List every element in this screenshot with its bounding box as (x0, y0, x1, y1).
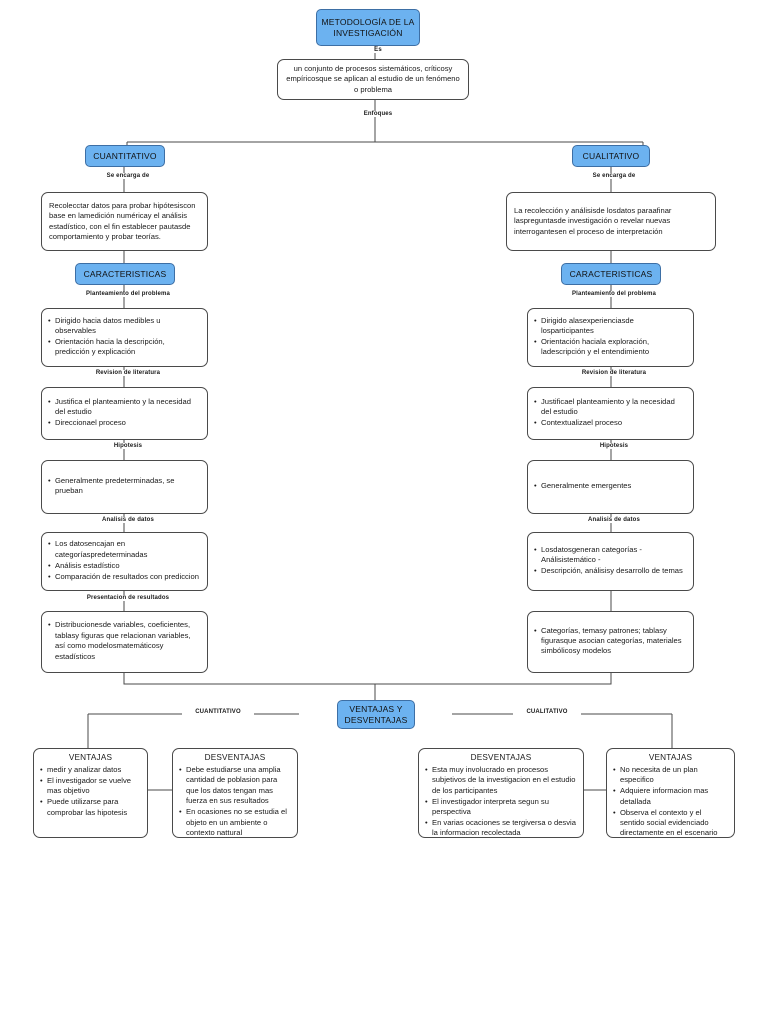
list-item: El investigador interpreta segun su pers… (425, 797, 577, 818)
edge-label-es: Es (356, 47, 400, 53)
node-caracteristicas-cuantitativo[interactable]: CARACTERISTICAS (75, 263, 175, 285)
node-cuantitativo-descripcion-text: Recolecctar datos para probar hipótesisc… (49, 200, 196, 241)
node-qual-desventajas-title: DESVENTAJAS (470, 753, 532, 762)
list-item: Generalmente predeterminadas, se prueban (48, 476, 201, 497)
edge-label-presentacion-left: Presentacion de resultados (61, 595, 195, 601)
node-quant-hipotesis[interactable]: Generalmente predeterminadas, se prueban (41, 460, 208, 514)
list-item: Adquiere informacion mas detallada (613, 786, 728, 807)
list-item: Dirigido alasexperienciasde losparticipa… (534, 316, 687, 337)
edge-label-planteamiento-left: Planteamiento del problema (59, 291, 197, 297)
node-quant-planteamiento-list: Dirigido hacia datos medibles u observab… (42, 313, 207, 363)
list-item: El investigador se vuelve mas objetivo (40, 776, 141, 797)
list-item: Generalmente emergentes (534, 481, 687, 492)
list-item: Análisis estadístico (48, 561, 201, 572)
list-item: Direccionael proceso (48, 418, 201, 429)
node-cuantitativo[interactable]: CUANTITATIVO (85, 145, 165, 167)
node-quant-hipotesis-list: Generalmente predeterminadas, se prueban (42, 473, 207, 501)
list-item: medir y analizar datos (40, 765, 141, 776)
edge-label-se-encarga-de-left: Se encarga de (86, 173, 170, 179)
list-item: Observa el contexto y el sentido social … (613, 808, 728, 839)
edge-label-cualitativo-bottom: CUALITATIVO (513, 709, 581, 715)
node-caracteristicas-cualitativo-label: CARACTERISTICAS (569, 268, 653, 279)
node-ventajas-y-desventajas-label: VENTAJAS Y DESVENTAJAS (344, 703, 408, 725)
node-qual-desventajas[interactable]: DESVENTAJAS Esta muy involucrado en proc… (418, 748, 584, 838)
list-item: Debe estudiarse una amplia cantidad de p… (179, 765, 291, 807)
list-item: Contextualizael proceso (534, 418, 687, 429)
node-quant-analisis[interactable]: Los datosencajan en categoríaspredetermi… (41, 532, 208, 591)
node-ventajas-y-desventajas[interactable]: VENTAJAS Y DESVENTAJAS (337, 700, 415, 729)
edge-label-cuantitativo-bottom: CUANTITATIVO (182, 709, 254, 715)
node-qual-revision-list: Justificael planteamiento y la necesidad… (528, 394, 693, 433)
node-quant-planteamiento[interactable]: Dirigido hacia datos medibles u observab… (41, 308, 208, 367)
node-quant-ventajas-list: medir y analizar datos El investigador s… (34, 762, 147, 823)
edge-label-hipotesis-right: Hipotesis (576, 443, 652, 449)
edge-label-analisis-right: Analisis de datos (568, 517, 660, 523)
node-root-label: METODOLOGÍA DE LA INVESTIGACIÓN (321, 16, 415, 38)
node-definicion[interactable]: un conjunto de procesos sistemáticos, cr… (277, 59, 469, 100)
list-item: Distribucionesde variables, coeficientes… (48, 620, 201, 662)
list-item: Los datosencajan en categoríaspredetermi… (48, 539, 201, 560)
edge-label-hipotesis-left: Hipotesis (90, 443, 166, 449)
list-item: Puede utilizarse para comprobar las hipo… (40, 797, 141, 818)
list-item: Losdatosgeneran categorías - Análisistem… (534, 545, 687, 566)
node-qual-planteamiento-list: Dirigido alasexperienciasde losparticipa… (528, 313, 693, 363)
node-caracteristicas-cualitativo[interactable]: CARACTERISTICAS (561, 263, 661, 285)
node-qual-resultados[interactable]: Categorías, temasy patrones; tablasy fig… (527, 611, 694, 673)
node-quant-ventajas[interactable]: VENTAJAS medir y analizar datos El inves… (33, 748, 148, 838)
node-quant-desventajas-title: DESVENTAJAS (204, 753, 266, 762)
edge-label-revision-left: Revision de literatura (70, 370, 186, 376)
node-quant-presentacion-list: Distribucionesde variables, coeficientes… (42, 617, 207, 666)
list-item: Dirigido hacia datos medibles u observab… (48, 316, 201, 337)
node-qual-analisis[interactable]: Losdatosgeneran categorías - Análisistem… (527, 532, 694, 591)
list-item: En varias ocaciones se tergiversa o desv… (425, 818, 577, 839)
edge-label-planteamiento-right: Planteamiento del problema (545, 291, 683, 297)
node-qual-analisis-list: Losdatosgeneran categorías - Análisistem… (528, 542, 693, 581)
list-item: Justificael planteamiento y la necesidad… (534, 397, 687, 418)
list-item: Categorías, temasy patrones; tablasy fig… (534, 626, 687, 657)
node-qual-ventajas[interactable]: VENTAJAS No necesita de un plan especifi… (606, 748, 735, 838)
node-quant-analisis-list: Los datosencajan en categoríaspredetermi… (42, 536, 207, 586)
node-quant-revision[interactable]: Justifica el planteamiento y la necesida… (41, 387, 208, 440)
node-cualitativo[interactable]: CUALITATIVO (572, 145, 650, 167)
list-item: Descripción, análisisy desarrollo de tem… (534, 566, 687, 577)
list-item: Esta muy involucrado en procesos subjeti… (425, 765, 577, 796)
node-cualitativo-descripcion-text: La recolección y análisisde losdatos par… (514, 205, 672, 236)
node-quant-desventajas[interactable]: DESVENTAJAS Debe estudiarse una amplia c… (172, 748, 298, 838)
node-quant-presentacion[interactable]: Distribucionesde variables, coeficientes… (41, 611, 208, 673)
edge-label-analisis-left: Analisis de datos (82, 517, 174, 523)
edge-label-revision-right: Revision de literatura (556, 370, 672, 376)
node-qual-ventajas-title: VENTAJAS (648, 753, 693, 762)
list-item: Orientación haciala exploración, ladescr… (534, 337, 687, 358)
list-item: En ocasiones no se estudia el objeto en … (179, 807, 291, 838)
node-quant-ventajas-title: VENTAJAS (68, 753, 113, 762)
edge-label-enfoques: Enfoques (348, 111, 408, 117)
node-qual-hipotesis[interactable]: Generalmente emergentes (527, 460, 694, 514)
node-qual-revision[interactable]: Justificael planteamiento y la necesidad… (527, 387, 694, 440)
list-item: Comparación de resultados con prediccion (48, 572, 201, 583)
node-qual-planteamiento[interactable]: Dirigido alasexperienciasde losparticipa… (527, 308, 694, 367)
node-qual-hipotesis-list: Generalmente emergentes (528, 478, 693, 496)
node-cualitativo-label: CUALITATIVO (582, 150, 640, 161)
node-root-metodologia[interactable]: METODOLOGÍA DE LA INVESTIGACIÓN (316, 9, 420, 46)
list-item: No necesita de un plan especifico (613, 765, 728, 786)
list-item: Orientación hacia la descripción, predic… (48, 337, 201, 358)
node-cualitativo-descripcion[interactable]: La recolección y análisisde losdatos par… (506, 192, 716, 251)
node-cuantitativo-descripcion[interactable]: Recolecctar datos para probar hipótesisc… (41, 192, 208, 251)
node-quant-revision-list: Justifica el planteamiento y la necesida… (42, 394, 207, 433)
node-quant-desventajas-list: Debe estudiarse una amplia cantidad de p… (173, 762, 297, 843)
node-definicion-text: un conjunto de procesos sistemáticos, cr… (286, 63, 460, 94)
node-qual-ventajas-list: No necesita de un plan especifico Adquie… (607, 762, 734, 843)
edge-label-se-encarga-de-right: Se encarga de (572, 173, 656, 179)
node-cuantitativo-label: CUANTITATIVO (93, 150, 157, 161)
node-qual-desventajas-list: Esta muy involucrado en procesos subjeti… (419, 762, 583, 843)
list-item: Justifica el planteamiento y la necesida… (48, 397, 201, 418)
node-qual-resultados-list: Categorías, temasy patrones; tablasy fig… (528, 623, 693, 662)
node-caracteristicas-cuantitativo-label: CARACTERISTICAS (83, 268, 167, 279)
